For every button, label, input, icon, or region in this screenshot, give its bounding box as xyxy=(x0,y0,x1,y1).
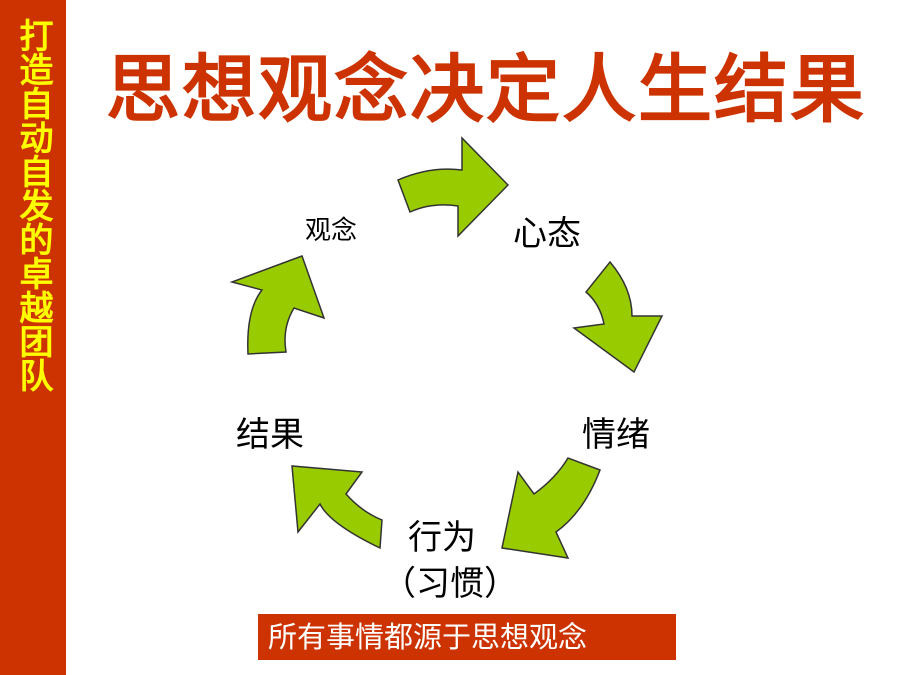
node-xingwei: 行为 xyxy=(408,518,476,558)
sidebar xyxy=(0,0,66,675)
node-xintai: 心态 xyxy=(513,214,581,254)
cycle-arrow-icon xyxy=(397,136,510,238)
banner-text: 所有事情都源于思想观念 xyxy=(268,620,588,654)
node-qingxu: 情绪 xyxy=(582,415,650,455)
slide-title: 思想观念决定人生结果 xyxy=(106,47,866,133)
cycle-arrow-icon xyxy=(572,260,664,374)
node-xiguan: （习惯） xyxy=(382,564,518,604)
cycle-arrow-icon xyxy=(501,457,601,559)
sidebar-title: 打造自动自发的卓越团队 xyxy=(13,18,53,392)
banner xyxy=(258,614,676,660)
node-guannian: 观念 xyxy=(305,216,358,246)
node-jieguo: 结果 xyxy=(236,415,304,455)
cycle-arrow-icon xyxy=(229,255,326,355)
cycle-arrow-icon xyxy=(291,465,383,550)
